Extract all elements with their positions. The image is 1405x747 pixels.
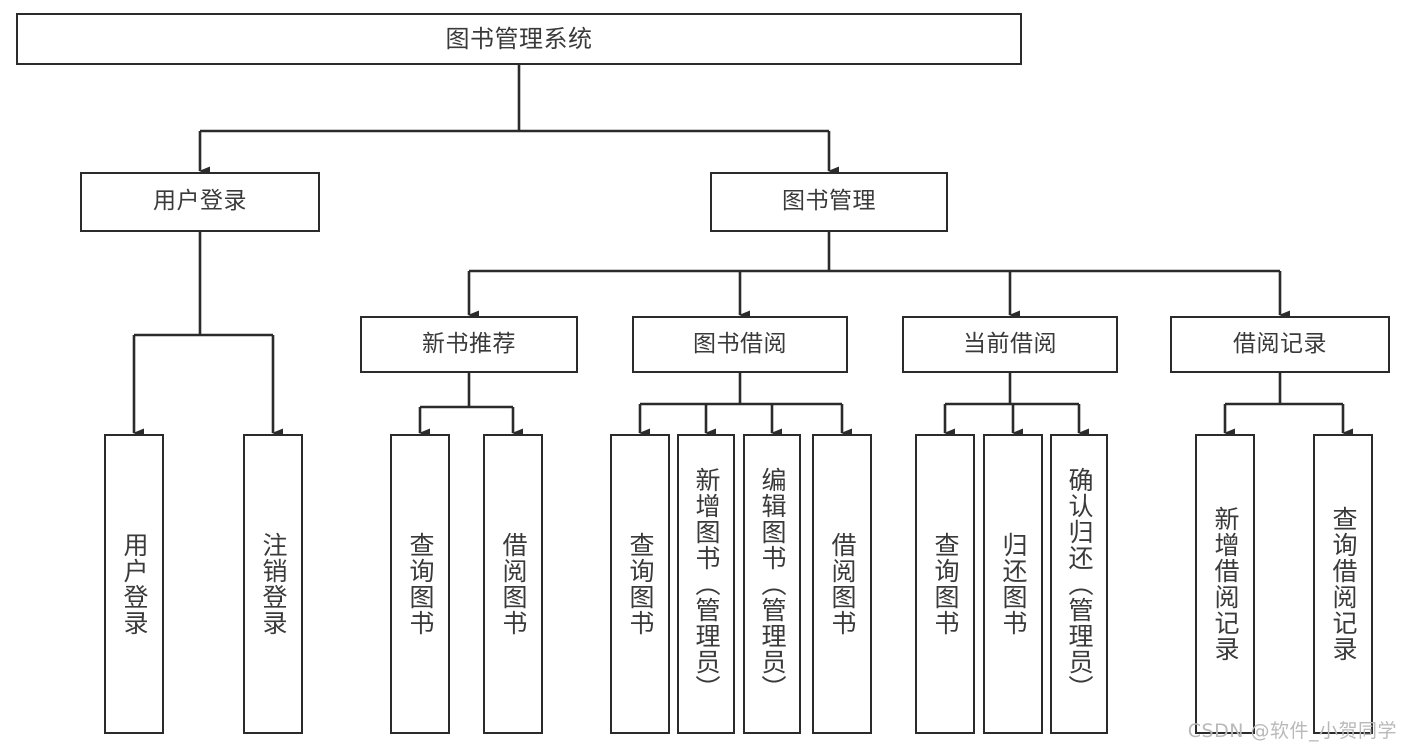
node-label: 图书管理系统 — [445, 24, 593, 53]
node-leaf-br-query[interactable]: 查询借阅记录 — [1313, 434, 1373, 734]
node-leaf-cb-query[interactable]: 查询图书 — [915, 434, 975, 734]
node-label: 新书推荐 — [422, 330, 516, 357]
node-label: 查询图书 — [931, 532, 960, 636]
node-user-login[interactable]: 用户登录 — [80, 172, 320, 232]
node-label: 借阅记录 — [1233, 330, 1327, 357]
node-leaf-user-login[interactable]: 用户登录 — [104, 434, 164, 734]
node-leaf-bb-query[interactable]: 查询图书 — [610, 434, 670, 734]
node-borrow-record[interactable]: 借阅记录 — [1170, 316, 1390, 373]
node-label: 确认归还（管理员） — [1065, 467, 1094, 701]
node-label: 借阅图书 — [499, 532, 528, 636]
node-leaf-user-logout[interactable]: 注销登录 — [243, 434, 303, 734]
node-new-book-rec[interactable]: 新书推荐 — [360, 316, 578, 373]
node-label: 新增借阅记录 — [1211, 506, 1240, 662]
node-label: 注销登录 — [259, 532, 288, 636]
node-label: 归还图书 — [999, 532, 1028, 636]
node-label: 查询图书 — [406, 532, 435, 636]
node-label: 图书借阅 — [693, 330, 787, 357]
node-leaf-rec-borrow[interactable]: 借阅图书 — [483, 434, 543, 734]
node-current-borrow[interactable]: 当前借阅 — [902, 316, 1118, 373]
node-leaf-cb-return[interactable]: 归还图书 — [983, 434, 1043, 734]
node-leaf-br-add[interactable]: 新增借阅记录 — [1195, 434, 1255, 734]
node-label: 新增图书（管理员） — [692, 467, 721, 701]
node-root[interactable]: 图书管理系统 — [16, 13, 1022, 65]
node-leaf-cb-confirm[interactable]: 确认归还（管理员） — [1050, 434, 1108, 734]
node-label: 图书管理 — [782, 188, 876, 215]
node-book-borrow[interactable]: 图书借阅 — [632, 316, 848, 373]
node-label: 查询借阅记录 — [1329, 506, 1358, 662]
csdn-watermark: CSDN @软件_小贺同学 — [1187, 720, 1397, 742]
node-label: 当前借阅 — [963, 330, 1057, 357]
node-label: 借阅图书 — [828, 532, 857, 636]
node-book-manage[interactable]: 图书管理 — [710, 172, 948, 232]
node-leaf-rec-query[interactable]: 查询图书 — [390, 434, 450, 734]
node-leaf-bb-edit[interactable]: 编辑图书（管理员） — [743, 434, 801, 734]
node-label: 编辑图书（管理员） — [758, 467, 787, 701]
node-leaf-bb-borrow[interactable]: 借阅图书 — [812, 434, 872, 734]
node-leaf-bb-add[interactable]: 新增图书（管理员） — [677, 434, 735, 734]
node-label: 用户登录 — [120, 532, 149, 636]
node-label: 用户登录 — [153, 188, 247, 215]
node-label: 查询图书 — [626, 532, 655, 636]
